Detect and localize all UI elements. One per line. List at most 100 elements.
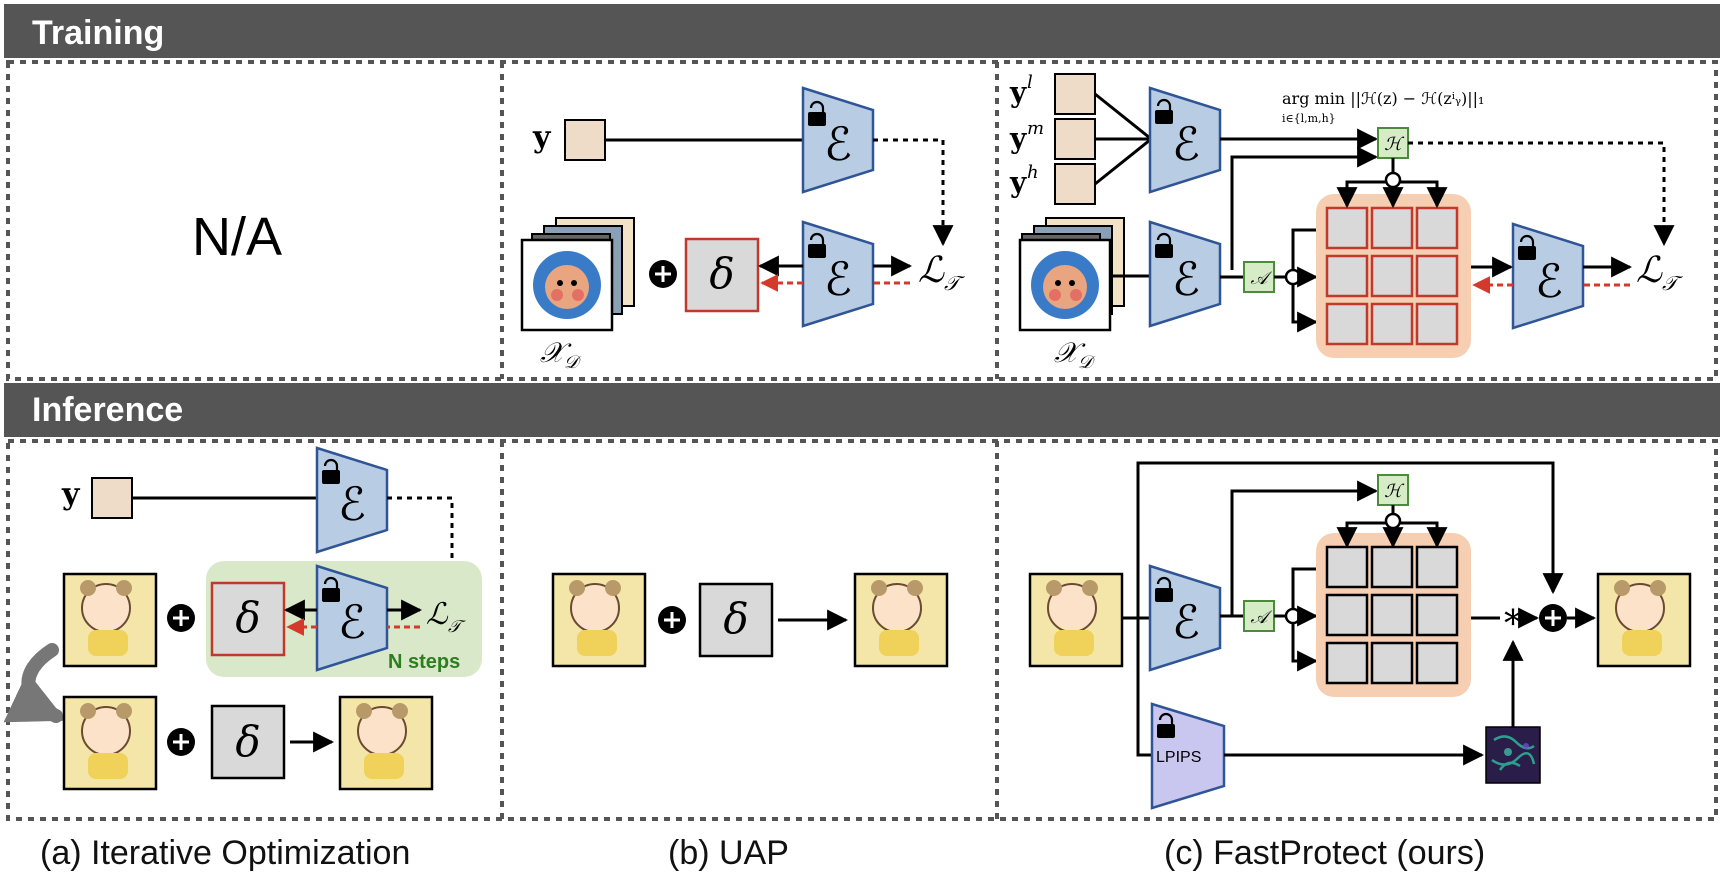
svg-text:ℰ: ℰ (1172, 595, 1200, 649)
plus-icon (658, 606, 686, 634)
input-image-2 (62, 695, 158, 791)
lock-icon (322, 458, 340, 484)
plus-icon (167, 604, 195, 632)
svg-text:𝒟: 𝒟 (564, 352, 582, 373)
hyper-box: ℋ (1377, 474, 1409, 506)
svg-text:𝒟: 𝒟 (1078, 352, 1096, 373)
svg-text:δ: δ (235, 717, 260, 766)
uap-inference: δ (551, 572, 949, 668)
protected-image (1596, 572, 1692, 668)
y-m-box (1054, 118, 1096, 160)
protected-image (853, 572, 949, 668)
delta-box-final: δ (210, 704, 286, 780)
panel-borders (6, 60, 1718, 821)
delta-box: δ (210, 581, 286, 657)
delta-box: δ (684, 237, 760, 313)
inference-bar: Inference (4, 383, 1720, 437)
protected-image (338, 695, 434, 791)
encoder-bottom: ℰ (801, 220, 875, 328)
y-l-box (1054, 73, 1096, 115)
svg-text:m: m (1027, 118, 1044, 139)
lock-icon (1155, 98, 1173, 124)
argmin-label: arg min ||ℋ(z) − ℋ(zⁱᵧ)||₁ (1282, 89, 1484, 108)
svg-text:ℒ: ℒ (1636, 250, 1663, 291)
svg-text:y: y (1009, 166, 1027, 199)
iterative-inference: y ℰ N steps δ ℰ (3, 446, 482, 791)
svg-text:ℋ: ℋ (1384, 481, 1405, 502)
encoder-a-bottom: ℰ (315, 564, 389, 672)
multiply-icon: * (1504, 604, 1522, 645)
iterate-arrow-icon (3, 643, 67, 723)
target-y-box (564, 119, 606, 161)
adapter-box: 𝒜 (1243, 261, 1275, 293)
svg-text:ℰ: ℰ (824, 117, 852, 171)
encoder-c-bottom: ℰ (1148, 220, 1222, 328)
svg-text:y: y (1009, 76, 1027, 109)
svg-text:ℰ: ℰ (1172, 252, 1200, 306)
uap-training: y ℰ 𝒳 𝒟 (520, 86, 966, 373)
lpips-encoder: LPIPS (1150, 702, 1226, 810)
hyper-box: ℋ (1377, 127, 1409, 159)
encoder-a-top: ℰ (315, 446, 389, 554)
caption-c: (c) FastProtect (ours) (1164, 834, 1485, 872)
svg-text:ℰ: ℰ (1172, 117, 1200, 171)
fastprotect-inference: ℰ ℋ 𝒜 (1028, 461, 1692, 810)
inference-label: Inference (32, 391, 183, 429)
svg-text:ℒ: ℒ (918, 250, 945, 291)
svg-text:ℒ: ℒ (426, 597, 449, 632)
svg-text:𝒜: 𝒜 (1250, 268, 1272, 289)
encoder-c-inf: ℰ (1148, 564, 1222, 672)
plus-icon (649, 260, 677, 288)
svg-text:ℰ: ℰ (338, 595, 366, 649)
lock-icon (1155, 576, 1173, 602)
plus-icon (1539, 604, 1567, 632)
svg-text:ℰ: ℰ (338, 477, 366, 531)
svg-text:𝒯: 𝒯 (1662, 271, 1684, 295)
y-label: y (532, 120, 552, 155)
na-placeholder: N/A (192, 207, 282, 267)
lock-icon (1518, 234, 1536, 260)
svg-text:l: l (1027, 72, 1033, 93)
lock-icon (322, 576, 340, 602)
n-steps-label: N steps (388, 651, 460, 673)
encoder-c-top: ℰ (1148, 86, 1222, 194)
lock-icon (808, 232, 826, 258)
lpips-map (1485, 726, 1541, 784)
y-h-box (1054, 163, 1096, 205)
svg-text:i∈{l,m,h}: i∈{l,m,h} (1282, 112, 1336, 125)
svg-text:𝒜: 𝒜 (1250, 607, 1272, 628)
caption-a: (a) Iterative Optimization (40, 834, 410, 872)
encoder-c-right: ℰ (1511, 222, 1585, 330)
training-bar: Training (4, 4, 1720, 58)
svg-text:ℰ: ℰ (1535, 254, 1563, 308)
input-image (551, 572, 647, 668)
svg-text:𝒯: 𝒯 (944, 271, 966, 295)
perturbation-grid (1316, 194, 1471, 358)
input-image (62, 572, 158, 668)
svg-text:ℰ: ℰ (824, 252, 852, 306)
encoder-top: ℰ (801, 86, 875, 194)
svg-text:y: y (61, 477, 81, 512)
adapter-box: 𝒜 (1243, 600, 1275, 632)
svg-text:δ: δ (709, 249, 734, 298)
svg-text:δ: δ (723, 594, 748, 643)
lock-icon (1155, 232, 1173, 258)
y-level-labels: y l y m y h (1009, 72, 1044, 199)
loss-label-c: ℒ 𝒯 (1636, 250, 1684, 295)
svg-text:ℋ: ℋ (1384, 134, 1405, 155)
svg-text:y: y (1009, 122, 1027, 155)
training-label: Training (32, 14, 164, 52)
lock-icon (808, 100, 826, 126)
lpips-label: LPIPS (1156, 749, 1201, 766)
target-y-box (91, 477, 133, 519)
fastprotect-training: y l y m y h ℰ arg min ||ℋ(z) − ℋ(zⁱᵧ)||₁… (1009, 72, 1684, 373)
dataset-stack (520, 217, 635, 332)
lock-icon (1157, 712, 1175, 738)
plus-icon (167, 728, 195, 756)
perturbation-grid (1316, 533, 1471, 697)
svg-text:δ: δ (235, 593, 260, 642)
loss-label: ℒ 𝒯 (918, 250, 966, 295)
svg-text:h: h (1027, 162, 1039, 183)
caption-b: (b) UAP (668, 834, 789, 872)
